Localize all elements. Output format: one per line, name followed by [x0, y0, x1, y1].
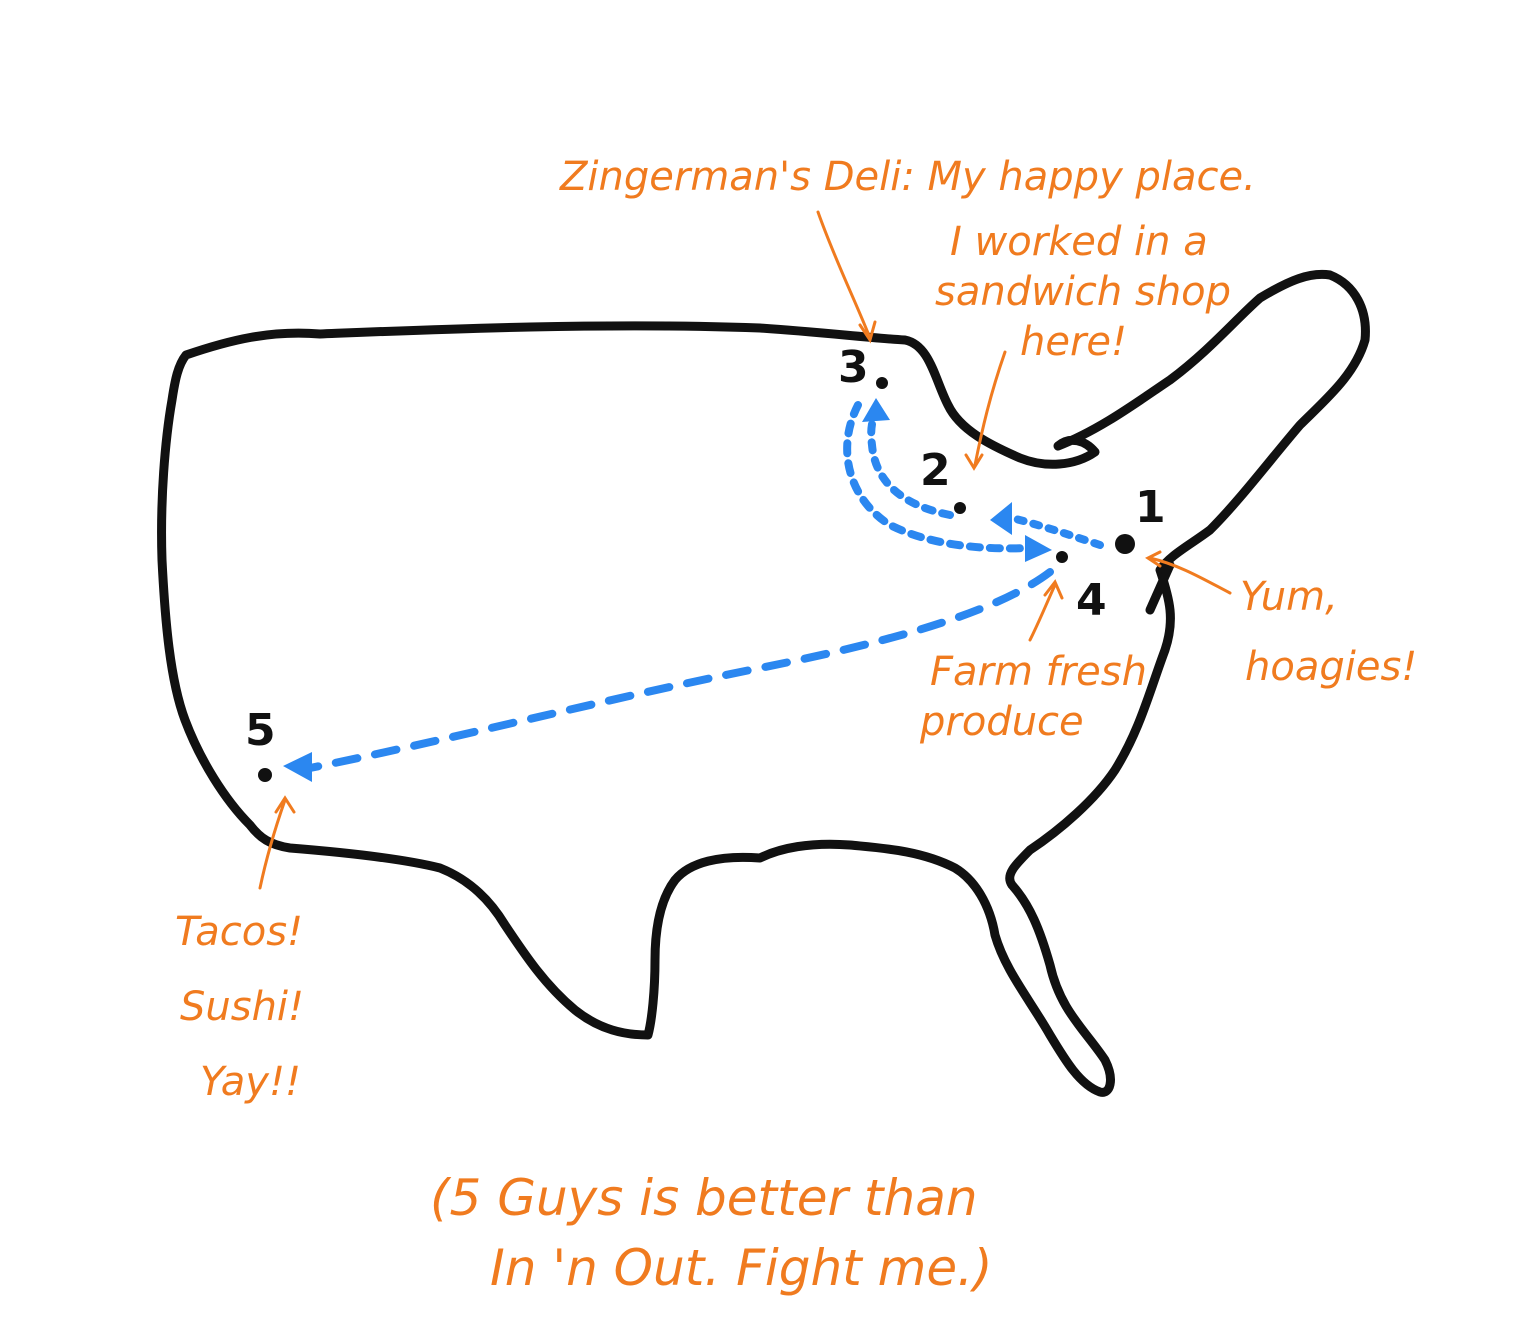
pointer-stop-5 — [258, 795, 296, 890]
stop-4-number: 4 — [1076, 575, 1107, 626]
note-stop-1-line-2: hoagies! — [1245, 644, 1417, 690]
arrowhead-at-2 — [990, 502, 1012, 535]
arrowhead-at-5 — [283, 752, 312, 782]
pointer-stop-4 — [1028, 579, 1064, 642]
stop-1-number: 1 — [1135, 482, 1166, 533]
stop-5-number: 5 — [245, 705, 276, 756]
stop-1-dot — [1115, 534, 1135, 554]
footer-line-2: In 'n Out. Fight me.) — [490, 1239, 993, 1297]
stop-4-dot — [1056, 551, 1068, 563]
route-2-to-3 — [867, 408, 954, 519]
coast-tick — [1145, 560, 1175, 615]
note-stop-2-line-1: I worked in a — [950, 219, 1208, 265]
arrowhead-at-3 — [862, 398, 890, 422]
route-3-to-4 — [843, 401, 1034, 553]
footer-line-1: (5 Guys is better than — [430, 1169, 978, 1227]
arrowhead-at-4 — [1025, 535, 1052, 562]
stop-5-dot — [258, 768, 272, 782]
pointer-stop-3 — [816, 210, 877, 344]
note-stop-1-line-1: Yum, — [1240, 574, 1338, 620]
note-stop-2-line-3: here! — [1020, 319, 1127, 365]
stop-2-number: 2 — [920, 445, 951, 496]
note-stop-4-line-2: produce — [919, 699, 1084, 745]
note-stop-5-line-2: Sushi! — [180, 984, 304, 1030]
pointer-stop-1 — [1145, 550, 1232, 595]
us-outline — [157, 269, 1370, 1097]
stop-2-dot — [954, 502, 966, 514]
stop-3-dot — [876, 377, 888, 389]
route-4-to-5 — [306, 568, 1054, 772]
note-stop-4-line-1: Farm fresh — [930, 649, 1147, 695]
route-1-to-2 — [1008, 514, 1104, 549]
note-stop-2-line-2: sandwich shop — [935, 269, 1231, 315]
note-stop-5-line-3: Yay!! — [200, 1059, 301, 1105]
pointer-stop-2 — [964, 350, 1007, 471]
stop-3-number: 3 — [838, 342, 869, 393]
note-stop-5-line-1: Tacos! — [175, 909, 303, 955]
note-stop-3: Zingerman's Deli: My happy place. — [559, 154, 1256, 200]
